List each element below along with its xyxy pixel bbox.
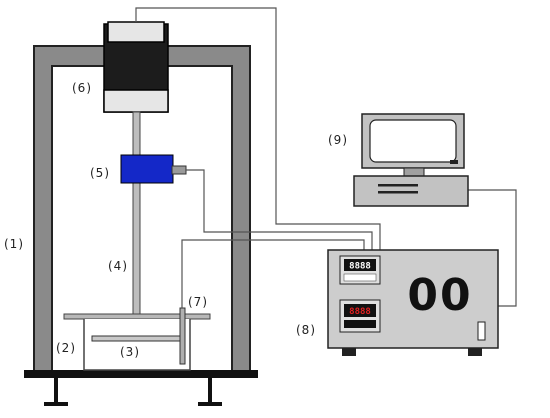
label-impeller: (3) [120,345,140,359]
temperature-speed-controller: 8888 8888 00 [327,249,499,356]
impeller [91,335,181,342]
label-computer: (9) [328,133,348,147]
speed-dial-readout: 00 [407,270,472,321]
torque-sensor [120,154,187,184]
label-beaker: (2) [56,341,76,355]
signal-wires [135,7,517,308]
monitor-screen [369,119,457,163]
label-frame: (1) [4,237,24,251]
thermometer [179,307,186,365]
computer [353,113,469,207]
label-thermometer: (7) [188,295,208,309]
power-switch [477,321,486,341]
stirring-shaft [132,111,141,343]
label-controller: (8) [296,323,316,337]
label-shaft: (4) [108,259,128,273]
beaker [63,313,211,371]
label-torque-sensor: (5) [90,166,110,180]
label-motor: (6) [72,81,92,95]
motor [103,21,169,113]
upper-display-readout: 8888 [349,262,371,272]
lower-display-readout: 8888 [349,307,371,317]
